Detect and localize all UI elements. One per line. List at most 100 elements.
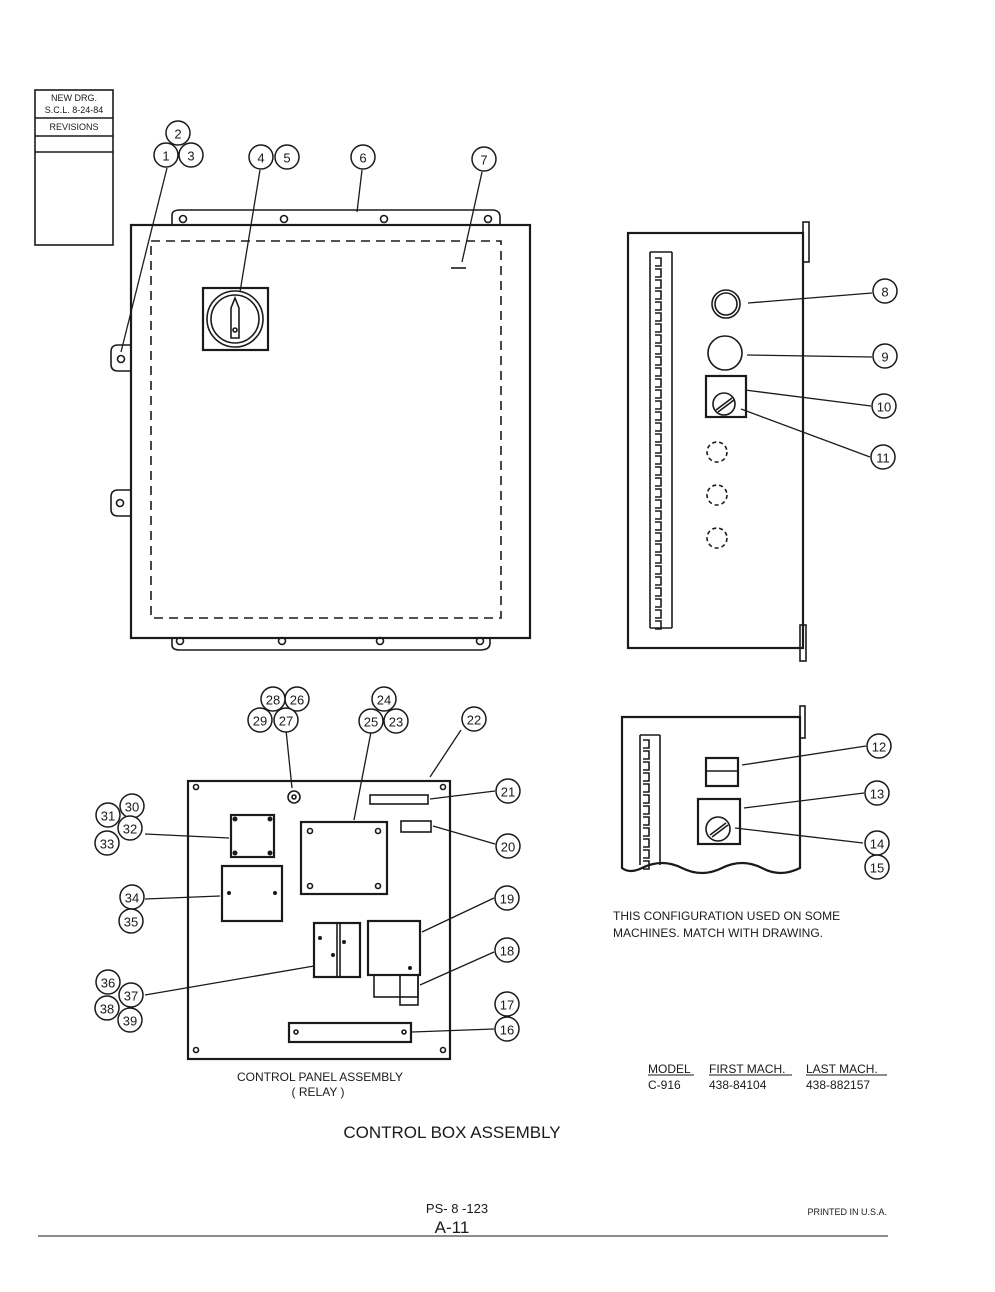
first-mach-value: 438-84104 [709, 1078, 767, 1092]
callout-15: 15 [864, 854, 890, 880]
callout-12: 12 [866, 733, 892, 759]
last-mach-header: LAST MACH. [806, 1062, 878, 1076]
callout-38: 38 [94, 995, 120, 1021]
revisions-header: REVISIONS [49, 122, 98, 132]
footer: PS- 8 -123 A-11 PRINTED IN U.S.A. [38, 1201, 888, 1237]
callout-1: 1 [153, 142, 179, 168]
enclosure-side-view [626, 221, 810, 662]
callout-label: 5 [283, 151, 290, 166]
page-number: A-11 [435, 1218, 470, 1237]
callout-13: 13 [864, 780, 890, 806]
callout-label: 18 [500, 944, 514, 959]
callout-label: 4 [257, 151, 264, 166]
callout-2: 2 [165, 120, 191, 146]
callout-label: 14 [870, 837, 884, 852]
callout-28: 28 [260, 686, 286, 712]
callout-label: 13 [870, 787, 884, 802]
callout-label: 26 [290, 693, 304, 708]
callout-label: 2 [174, 127, 181, 142]
callout-label: 37 [124, 989, 138, 1004]
callout-label: 28 [266, 693, 280, 708]
first-mach-header: FIRST MACH. [709, 1062, 785, 1076]
callout-35: 35 [118, 908, 144, 934]
callout-37: 37 [118, 982, 144, 1008]
note-text: THIS CONFIGURATION USED ON SOME MACHINES… [613, 909, 840, 940]
callout-label: 6 [359, 151, 366, 166]
callout-label: 23 [389, 715, 403, 730]
callout-label: 31 [101, 809, 115, 824]
callout-9: 9 [872, 343, 898, 369]
callout-4: 4 [248, 144, 274, 170]
panel-caption-line-2: ( RELAY ) [292, 1085, 345, 1099]
revision-line-1: NEW DRG. [51, 93, 97, 103]
callout-label: 22 [467, 713, 481, 728]
callout-29: 29 [247, 707, 273, 733]
callout-31: 31 [95, 802, 121, 828]
callout-32: 32 [117, 815, 143, 841]
callout-20: 20 [495, 833, 521, 859]
callout-label: 20 [501, 840, 515, 855]
callout-label: 3 [187, 149, 194, 164]
callout-21: 21 [495, 778, 521, 804]
callout-14: 14 [864, 830, 890, 856]
leader-lines [120, 167, 873, 1033]
callout-label: 25 [364, 715, 378, 730]
callout-label: 7 [480, 153, 487, 168]
last-mach-value: 438-882157 [806, 1078, 870, 1092]
callout-label: 16 [500, 1023, 514, 1038]
callout-24: 24 [371, 686, 397, 712]
callout-8: 8 [872, 278, 898, 304]
callout-label: 27 [279, 714, 293, 729]
callout-30: 30 [119, 793, 145, 819]
callout-label: 9 [881, 350, 888, 365]
callout-label: 12 [872, 740, 886, 755]
panel-caption-line-1: CONTROL PANEL ASSEMBLY [237, 1070, 403, 1084]
panel-caption: CONTROL PANEL ASSEMBLY ( RELAY ) [237, 1070, 403, 1099]
model-table: MODEL FIRST MACH. LAST MACH. C-916 438-8… [648, 1062, 887, 1092]
callout-18: 18 [494, 937, 520, 963]
note-line-2: MACHINES. MATCH WITH DRAWING. [613, 926, 823, 940]
callout-33: 33 [94, 830, 120, 856]
callout-7: 7 [471, 146, 497, 172]
revision-line-2: S.C.L. 8-24-84 [45, 105, 104, 115]
callout-label: 39 [123, 1014, 137, 1029]
callout-label: 11 [876, 451, 890, 466]
callout-label: 34 [125, 891, 139, 906]
callout-39: 39 [117, 1007, 143, 1033]
callout-label: 21 [501, 785, 515, 800]
callout-34: 34 [119, 884, 145, 910]
callout-label: 29 [253, 714, 267, 729]
control-panel-assembly [186, 779, 452, 1061]
doc-number: PS- 8 -123 [426, 1201, 488, 1216]
alternate-config-view [620, 705, 806, 875]
callout-label: 30 [125, 800, 139, 815]
callout-27: 27 [273, 707, 299, 733]
callout-22: 22 [461, 706, 487, 732]
revision-block: NEW DRG. S.C.L. 8-24-84 REVISIONS [34, 89, 114, 246]
callout-label: 8 [881, 285, 888, 300]
callout-11: 11 [870, 444, 896, 470]
callout-label: 19 [500, 892, 514, 907]
drawing-title: CONTROL BOX ASSEMBLY [343, 1123, 560, 1142]
callout-6: 6 [350, 144, 376, 170]
callout-label: 38 [100, 1002, 114, 1017]
printed-in-usa: PRINTED IN U.S.A. [807, 1207, 887, 1217]
callout-label: 1 [162, 149, 169, 164]
callout-36: 36 [95, 969, 121, 995]
callout-label: 32 [123, 822, 137, 837]
callout-19: 19 [494, 885, 520, 911]
model-header: MODEL [648, 1062, 691, 1076]
callout-label: 15 [870, 861, 884, 876]
callout-17: 17 [494, 991, 520, 1017]
note-line-1: THIS CONFIGURATION USED ON SOME [613, 909, 840, 923]
callout-label: 35 [124, 915, 138, 930]
callout-label: 33 [100, 837, 114, 852]
model-value: C-916 [648, 1078, 681, 1092]
callout-16: 16 [494, 1016, 520, 1042]
enclosure-front-view [110, 209, 532, 651]
callout-label: 17 [500, 998, 514, 1013]
callout-10: 10 [871, 393, 897, 419]
callout-label: 36 [101, 976, 115, 991]
